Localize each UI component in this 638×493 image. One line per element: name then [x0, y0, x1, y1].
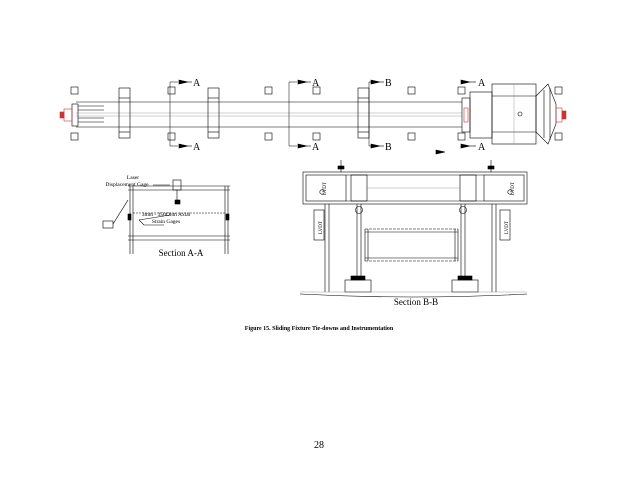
section-mark: A	[478, 142, 486, 153]
section-mark: A	[312, 142, 320, 153]
section-aa-drawing	[102, 179, 230, 254]
laser-label: Laser	[127, 175, 139, 181]
figure-caption: Figure 15. Sliding Fixture Tie-downs and…	[244, 326, 394, 332]
anchor-bolts	[70, 86, 563, 141]
lvdt-label: LVDT	[319, 221, 324, 234]
section-aa-labels: Laser Displacement Gage 3mm - 350Ohm Axi…	[105, 175, 203, 258]
lvdt-labels: LVDT LVDT LVDT LVDT	[319, 182, 516, 234]
section-aa-title: Section A-A	[159, 248, 204, 258]
strain-gage-label: Strain Gages	[152, 219, 180, 225]
section-mark: A	[193, 142, 201, 153]
strain-gage-label: 3mm - 350Ohm Axial	[142, 212, 191, 218]
section-bb-drawing	[299, 160, 528, 298]
section-arrows	[178, 79, 476, 155]
section-mark: A	[478, 78, 486, 89]
section-letters: A A B A A A B A	[193, 78, 486, 153]
section-mark: B	[385, 78, 392, 89]
lvdt-label: LVDT	[505, 221, 510, 234]
tie-down-clamps	[118, 87, 370, 139]
section-mark: B	[385, 142, 392, 153]
lvdt-label: LVDT	[323, 182, 328, 195]
section-mark: A	[193, 78, 201, 89]
plan-view	[59, 81, 567, 147]
lvdt-label: LVDT	[511, 182, 516, 195]
section-bb-title: Section B-B	[394, 297, 438, 307]
laser-label: Displacement Gage	[105, 182, 149, 188]
page-number: 28	[314, 440, 324, 451]
section-mark: A	[312, 78, 320, 89]
